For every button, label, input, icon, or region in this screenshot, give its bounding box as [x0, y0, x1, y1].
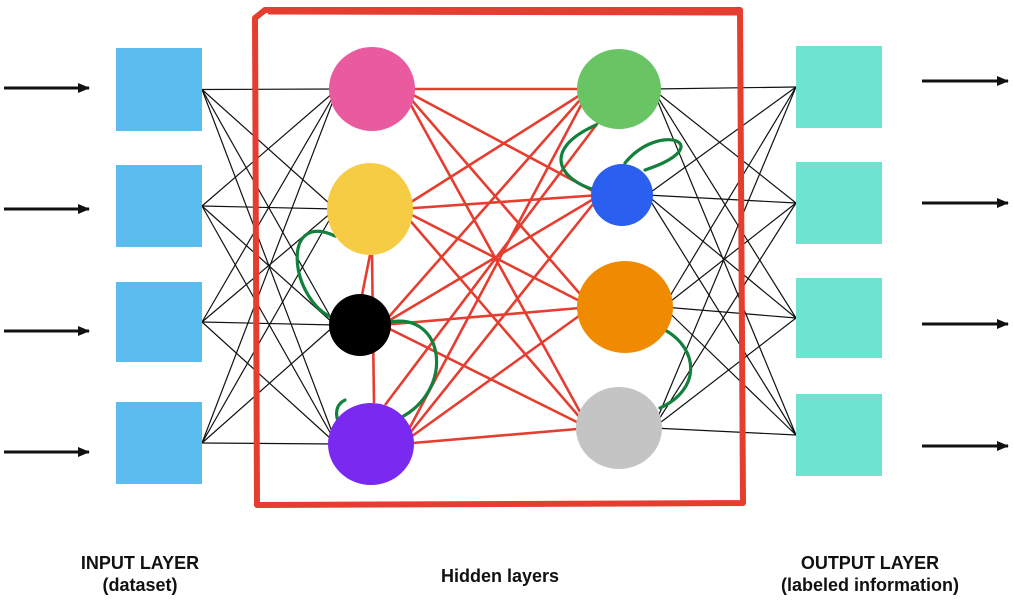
output-node-1: [796, 46, 882, 128]
output-layer-title: OUTPUT LAYER: [800, 553, 940, 573]
edge-hidden2-3-to-output2: [663, 202, 797, 308]
input-node-3: [116, 282, 202, 362]
hidden-node-pink: [329, 47, 415, 131]
edge-input3-to-hidden1-1: [201, 88, 339, 323]
output-layer-caption: OUTPUT LAYER (labeled information): [750, 552, 990, 596]
edge-input3-to-hidden1-3: [201, 321, 336, 326]
hidden-node-black: [329, 294, 391, 356]
hidden-node-orange: [577, 261, 673, 353]
hidden-node-blue: [591, 164, 653, 226]
hidden-layers-caption: Hidden layers: [400, 565, 600, 587]
hidden-layers-title: Hidden layers: [440, 566, 560, 586]
edge-hidden2-4-to-output1: [652, 86, 797, 429]
edge-input1-to-hidden1-2: [201, 89, 337, 210]
edge-hidden1-3-to-hidden2-1: [380, 87, 591, 327]
edge-hidden2-3-to-output4: [662, 306, 797, 436]
edge-hidden1-2-to-hidden2-2: [398, 193, 602, 211]
edge-hidden2-1-to-output3: [652, 88, 797, 319]
edge-hidden1-4-to-hidden2-3: [399, 305, 593, 446]
edge-yellow-to-black: [360, 254, 372, 296]
edge-input3-to-hidden1-2: [201, 208, 336, 323]
edge-hidden1-1-to-hidden2-2: [400, 87, 602, 197]
input-node-2: [116, 165, 202, 247]
output-node-2: [796, 162, 882, 244]
edge-hidden2-1-to-output1: [652, 86, 797, 90]
output-node-4: [796, 394, 882, 476]
edge-input4-to-hidden1-2: [201, 208, 337, 444]
edge-hidden1-2-to-hidden2-4: [398, 207, 591, 430]
edge-hidden2-1-to-output4: [652, 88, 797, 436]
hidden-node-yellow: [327, 163, 413, 255]
hidden-node-purple: [328, 403, 414, 485]
recurrent-loop-1: [295, 229, 337, 320]
hidden-layers-frame-stroke: [267, 11, 738, 16]
recurrent-loop-2: [388, 319, 439, 420]
edge-hidden1-1-to-hidden2-3: [400, 87, 593, 309]
edge-hidden1-3-to-hidden2-3: [380, 305, 593, 327]
edge-hidden1-4-to-hidden2-4: [399, 426, 591, 446]
input-node-1: [116, 48, 202, 131]
input-node-4: [116, 402, 202, 484]
recurrent-loop-6: [658, 328, 693, 410]
input-layer-title: INPUT LAYER: [80, 553, 200, 573]
edge-hidden2-4-to-output2: [652, 202, 797, 429]
recurrent-loop-4: [559, 123, 598, 192]
edge-hidden1-3-to-hidden2-4: [380, 323, 591, 430]
edge-purple-to-green: [383, 119, 602, 406]
edge-hidden2-1-to-output2: [652, 88, 797, 204]
input-layer-subtitle: (dataset): [102, 575, 178, 595]
edge-hidden2-4-to-output3: [653, 317, 797, 429]
edge-hidden1-3-to-hidden2-2: [380, 193, 602, 327]
edge-hidden2-4-to-output4: [653, 427, 797, 436]
recurrent-loop-5: [623, 138, 683, 172]
edge-input1-to-hidden1-1: [201, 88, 338, 91]
hidden-node-gray: [576, 387, 662, 469]
edge-hidden2-2-to-output4: [646, 194, 797, 436]
edge-input4-to-hidden1-4: [201, 442, 337, 445]
output-node-3: [796, 278, 882, 358]
edge-hidden2-3-to-output1: [662, 86, 797, 308]
edge-input4-to-hidden1-3: [201, 324, 336, 444]
output-layer-subtitle: (labeled information): [780, 575, 959, 595]
edge-hidden1-2-to-hidden2-1: [398, 87, 591, 211]
edge-hidden2-2-to-output1: [646, 86, 797, 196]
edge-input4-to-hidden1-1: [201, 88, 339, 444]
edge-hidden2-3-to-output3: [663, 306, 797, 319]
edge-hidden1-4-to-hidden2-2: [399, 193, 602, 446]
input-layer-caption: INPUT LAYER (dataset): [40, 552, 240, 596]
hidden-layers-frame: [252, 7, 746, 508]
hidden-node-green: [577, 49, 661, 129]
edge-hidden2-2-to-output3: [646, 194, 797, 319]
edge-input2-to-hidden1-1: [201, 88, 338, 207]
edge-hidden2-2-to-output2: [646, 194, 797, 204]
